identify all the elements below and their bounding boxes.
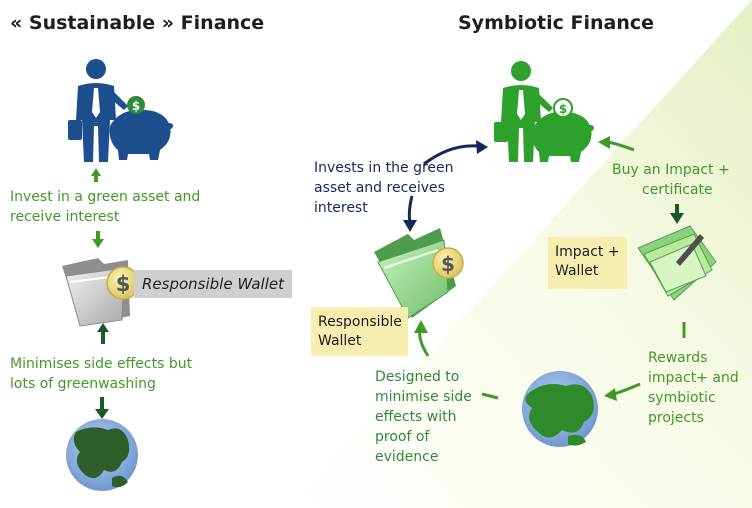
businessman-piggybank-icon-left [68, 59, 173, 162]
rewards-text-line1: Rewards [648, 350, 708, 366]
wallet-folder-icon-right [374, 228, 456, 319]
svg-text:$: $ [132, 99, 140, 113]
designed-text-line3: effects with [375, 409, 457, 425]
rewards-text-line3: symbiotic [648, 390, 716, 406]
dollar-coin-icon-right [553, 98, 573, 118]
left-minimises-text-line1: Minimises side effects but [10, 356, 193, 372]
arrow-down-icon-left-bottom [95, 397, 109, 419]
arrow-up-icon-left-lower [97, 323, 109, 344]
rewards-text-line2: impact+ and [648, 370, 739, 386]
arrow-up-icon-left-top [91, 168, 101, 182]
designed-text-line2: minimise side [375, 389, 472, 405]
designed-text-line1: Designed to [375, 369, 460, 385]
globe-icon-right [522, 371, 598, 447]
businessman-piggybank-icon-right [494, 61, 594, 162]
left-wallet-label: Responsible Wallet [134, 270, 292, 298]
arrow-down-icon-left-middle [92, 231, 104, 248]
arrow-designed-to-wallet-icon [418, 329, 430, 357]
dollar-coin-icon-right-wallet [432, 247, 464, 279]
rewards-text-line4: projects [648, 410, 704, 426]
responsible-wallet-box: Responsible Wallet [311, 307, 408, 356]
arrow-buy-from-businessman-icon [607, 140, 635, 152]
buy-certificate-text-line2: certificate [642, 182, 713, 198]
impact-wallet-line2: Wallet [555, 263, 599, 279]
left-invest-text-line2: receive interest [10, 209, 120, 225]
globe-icon-left [66, 419, 138, 491]
arrow-invests-to-wallet-icon [407, 195, 414, 223]
buy-certificate-text-line1: Buy an Impact + [612, 162, 730, 178]
invests-text-line2: asset and receives [314, 180, 445, 196]
designed-text-line5: evidence [375, 449, 439, 465]
impact-wallet-box: Impact + Wallet [548, 237, 627, 289]
responsible-wallet-line1: Responsible [318, 314, 402, 330]
svg-text:$: $ [441, 252, 455, 276]
responsible-wallet-line2: Wallet [318, 333, 362, 349]
right-title: Symbiotic Finance [458, 12, 655, 34]
invests-text-line3: interest [314, 200, 368, 216]
arrow-invests-to-businessman-icon [423, 144, 479, 166]
left-minimises-text-line2: lots of greenwashing [10, 376, 156, 392]
arrow-dash-globe-to-designed-icon [481, 392, 499, 400]
svg-text:$: $ [116, 272, 131, 296]
designed-text-line4: proof of [375, 429, 430, 445]
arrow-down-to-certificate-icon [670, 204, 684, 224]
arrow-rewards-to-globe-icon [613, 382, 641, 396]
dollar-coin-icon-left [127, 96, 145, 114]
svg-text:$: $ [559, 102, 567, 116]
left-invest-text-line1: Invest in a green asset and [10, 189, 201, 205]
left-title: « Sustainable » Finance [10, 12, 265, 34]
impact-certificate-stack-icon [637, 225, 717, 301]
impact-wallet-line1: Impact + [555, 244, 620, 260]
invests-text-line1: Invests in the green [314, 160, 454, 176]
